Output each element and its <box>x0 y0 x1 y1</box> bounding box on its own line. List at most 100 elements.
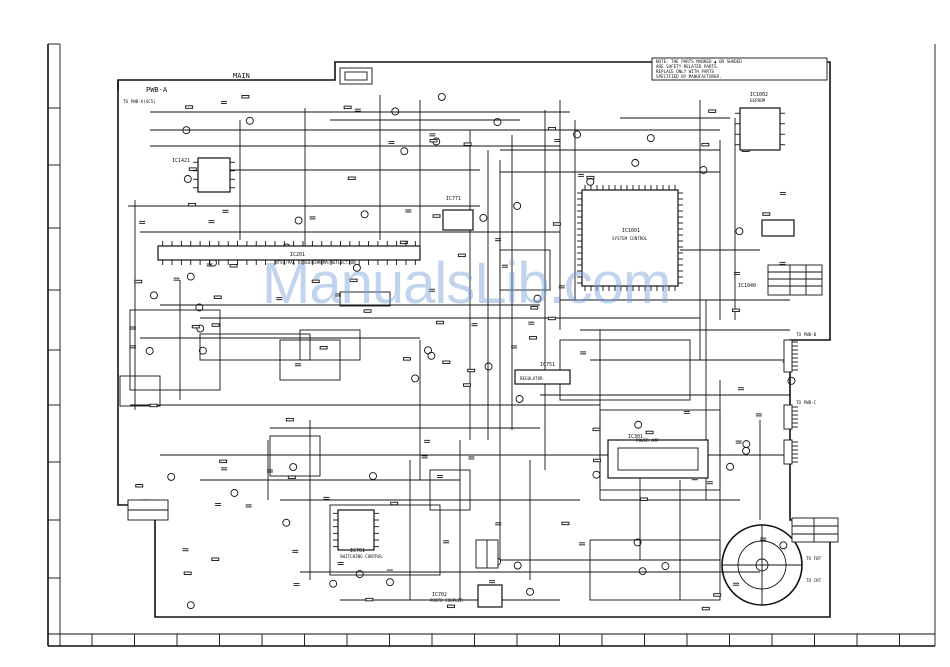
to-crt-label: TO CRT <box>806 578 822 583</box>
transistor <box>186 601 195 610</box>
resistor <box>349 278 358 283</box>
resistor <box>463 383 471 387</box>
resistor <box>442 360 451 364</box>
resistor <box>429 138 438 143</box>
resistor <box>319 346 328 350</box>
transistor <box>183 175 192 183</box>
board-name: PWB-A <box>146 86 168 94</box>
ic1040-block: IC1040 <box>738 219 795 289</box>
resistor <box>188 202 197 207</box>
connector-housing <box>783 339 793 373</box>
transistor <box>195 303 204 312</box>
resistor <box>390 501 399 506</box>
note-line: NOTE: THE PARTS MARKED ▲ OR SHADED <box>656 59 742 64</box>
transistor <box>787 376 796 385</box>
transistor <box>411 374 420 383</box>
resistor <box>219 459 228 464</box>
transistor <box>198 346 207 355</box>
transistor <box>573 130 582 139</box>
resistor <box>547 316 556 321</box>
connector-housing <box>783 439 793 465</box>
sub-circuit-outline <box>299 329 361 361</box>
ic301-block: IC301 POWER AMP <box>607 434 709 479</box>
transistor <box>484 362 493 371</box>
resistor <box>402 357 411 361</box>
ic751-subtitle: REGULATOR <box>520 376 543 381</box>
resistor <box>529 336 537 340</box>
resistor <box>188 167 197 171</box>
resistor <box>530 306 539 310</box>
ic701-subtitle: SWITCHING CONTROL <box>340 554 383 559</box>
transistor <box>437 92 446 101</box>
resistor <box>135 484 144 488</box>
sub-circuit-outline <box>329 504 441 576</box>
left-input-table <box>127 499 169 521</box>
resistor <box>552 222 561 226</box>
transistor <box>631 158 640 167</box>
transistor <box>533 294 542 303</box>
sub-circuit-outline <box>499 249 551 291</box>
resistor <box>285 417 294 422</box>
transistor <box>369 472 377 481</box>
resistor <box>343 105 352 110</box>
resistor <box>363 309 372 313</box>
transformer-t601 <box>475 539 499 569</box>
resistor <box>365 597 374 602</box>
sub-circuit-outline <box>339 291 391 307</box>
resistor <box>639 497 648 501</box>
transistor <box>526 587 534 596</box>
resistor <box>592 427 601 432</box>
ic1421-label: IC1421 <box>172 158 190 164</box>
ic201-block: IC201 NTSC/PAL VIDEO/CHROMA/DEFLECTION <box>157 241 421 265</box>
transistor <box>355 570 364 579</box>
resistor <box>432 214 441 218</box>
transistor <box>149 291 158 300</box>
transistor <box>424 346 432 355</box>
resistor <box>463 142 472 146</box>
ic702-block: IC702 PHOTO COUPLER <box>430 584 503 608</box>
transistor <box>633 538 642 547</box>
transistor <box>479 213 488 222</box>
sub-circuit-outline <box>559 339 691 401</box>
ic1002-block: IC1002 EEPROM <box>735 92 785 151</box>
transistor <box>735 227 744 236</box>
to-fbt-label: TO FBT <box>806 556 822 561</box>
transistor <box>186 272 195 281</box>
resistor <box>645 430 654 435</box>
transistor <box>513 201 522 210</box>
transistor <box>515 395 524 403</box>
sub-circuit-outline <box>429 469 471 511</box>
ic301-subtitle: POWER AMP <box>636 438 659 443</box>
sheet-frame <box>47 43 936 647</box>
ic771-block: IC771 <box>442 196 474 231</box>
note-line: ARE SAFETY-RELATED PARTS. <box>656 64 719 69</box>
transistor <box>182 126 191 135</box>
resistor <box>287 475 296 480</box>
mid-right-table <box>767 264 823 296</box>
transistor <box>513 561 522 570</box>
transistor <box>646 134 655 143</box>
sub-circuit-outline <box>589 539 721 601</box>
transistor <box>360 210 369 219</box>
sub-circuit-outline <box>599 409 721 491</box>
transistor <box>294 216 303 225</box>
sub-circuit-outline <box>129 309 221 391</box>
transistor <box>592 470 601 479</box>
resistor <box>713 593 722 597</box>
note-line: SPECIFIED BY MANUFACTURER. <box>656 74 722 79</box>
ic1002-subtitle: EEPROM <box>750 98 766 103</box>
transistor <box>699 166 708 174</box>
top-connector <box>339 67 373 85</box>
ic1001-subtitle: SYSTEM CONTROL <box>612 236 648 241</box>
resistor <box>134 279 143 284</box>
resistor <box>708 109 717 113</box>
ic1001-block: IC1001 SYSTEM CONTROL <box>577 185 683 291</box>
passive-components <box>130 92 796 611</box>
resistor <box>561 521 570 526</box>
transistor <box>742 440 751 449</box>
transistor <box>167 472 176 481</box>
resistor <box>447 604 455 609</box>
ic751-block: IC751 REGULATOR <box>514 362 571 385</box>
ic301-label: IC301 <box>628 434 643 440</box>
resistor <box>436 320 444 325</box>
